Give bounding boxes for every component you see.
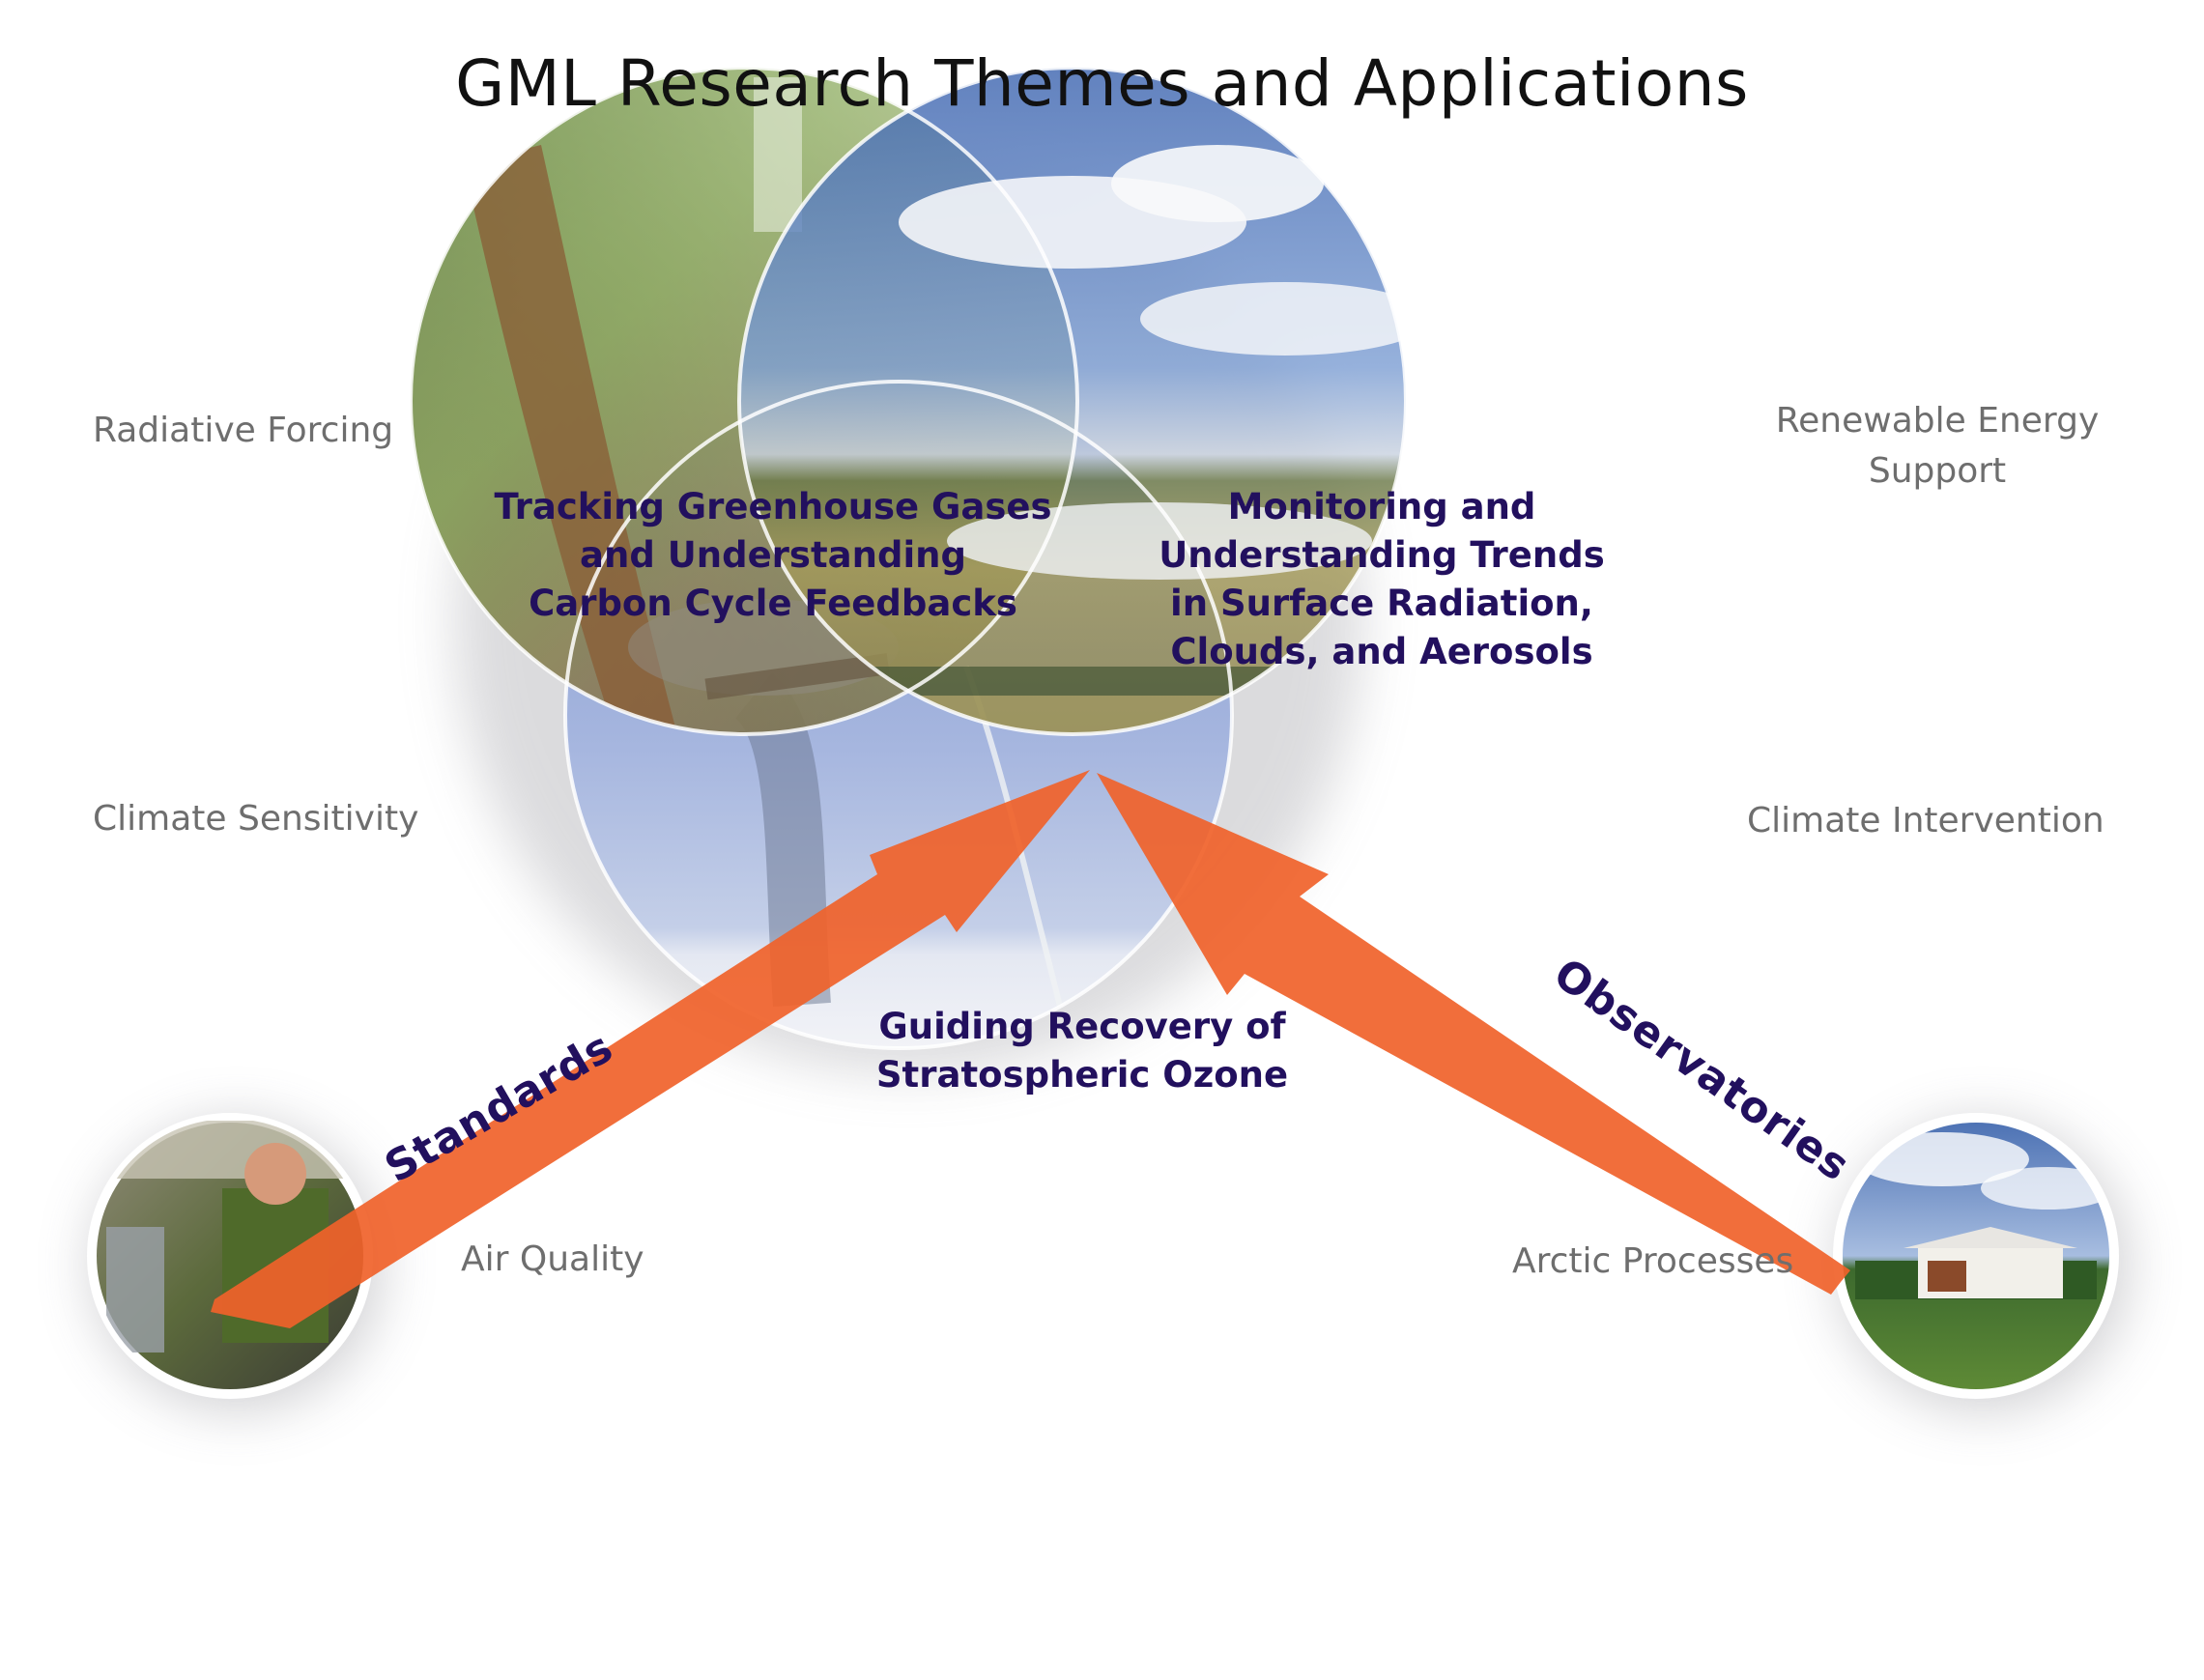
app-radiative-forcing: Radiative Forcing [93, 411, 394, 450]
app-climate-sensitivity: Climate Sensitivity [93, 799, 419, 839]
theme-ozone-label: Guiding Recovery of Stratospheric Ozone [875, 1006, 1289, 1096]
ozone-circle-outline [563, 380, 1234, 1050]
observatories-arrow [1097, 773, 1850, 1295]
radiation-circle-outline [737, 66, 1408, 736]
observatories-photo [1833, 1113, 2119, 1399]
standards-arrow [211, 770, 1090, 1328]
app-renewable-energy: Renewable Energy Support [1775, 401, 2100, 491]
greenhouse-circle-outline [409, 66, 1079, 736]
theme-radiation-label: Monitoring and Understanding Trends in S… [1159, 486, 1605, 672]
page-title: GML Research Themes and Applications [455, 46, 1749, 121]
app-climate-intervention: Climate Intervention [1747, 801, 2104, 840]
app-air-quality: Air Quality [461, 1239, 644, 1279]
theme-greenhouse-label: Tracking Greenhouse Gases and Understand… [494, 486, 1052, 624]
app-arctic-processes: Arctic Processes [1512, 1241, 1794, 1281]
